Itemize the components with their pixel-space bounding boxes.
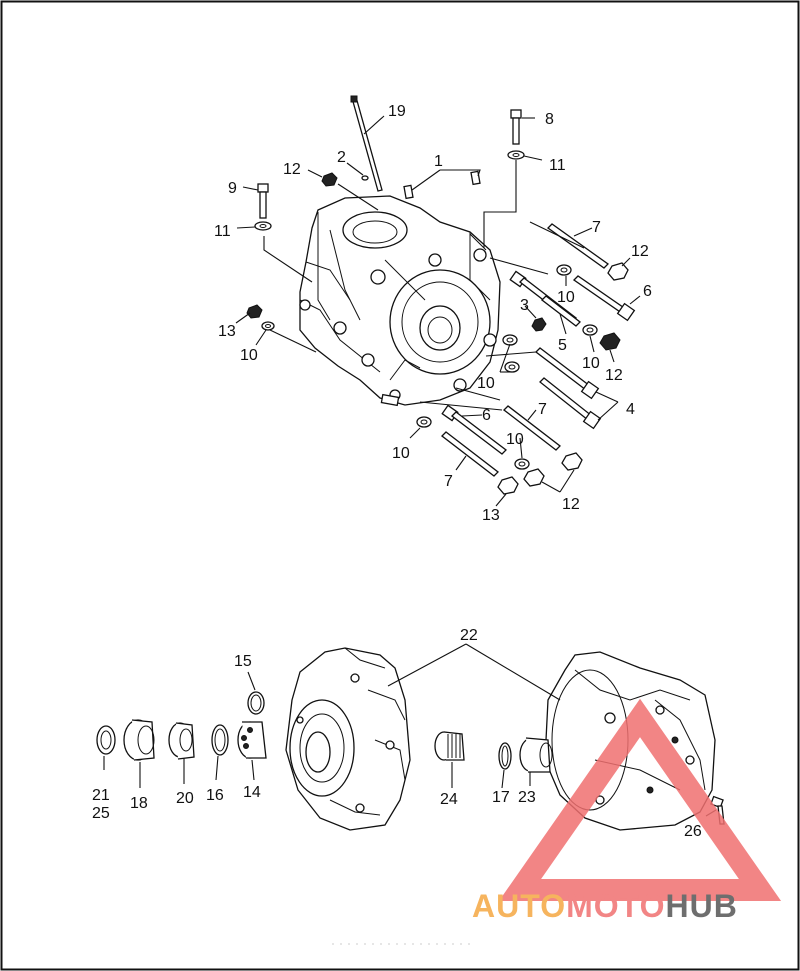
watermark-part-auto: AUTO [472,888,566,924]
callout-10: 10 [240,347,258,364]
callout-10: 10 [392,445,410,462]
callout-10: 10 [477,375,495,392]
watermark-part-hub: HUB [665,888,737,924]
callout-9: 9 [228,180,237,197]
watermark-text: AUTOMOTOHUB [472,888,738,924]
callout-11: 11 [549,157,566,174]
callout-13: 13 [218,323,236,340]
callout-15: 15 [234,653,252,670]
left-case-half [285,647,411,831]
callout-26: 26 [684,823,702,840]
callout-5: 5 [558,337,567,354]
watermark-part-moto: MOTO [566,888,665,924]
upper-hardware [246,95,636,495]
callout-1: 1 [434,153,443,170]
callout-23: 23 [518,789,536,806]
callout-17: 17 [492,789,510,806]
callout-12: 12 [283,161,301,178]
callout-13: 13 [482,507,500,524]
lower-small-parts [96,691,725,825]
callout-4: 4 [626,401,635,418]
callout-21: 21 [92,787,110,804]
callout-7: 7 [444,473,453,490]
callout-19: 19 [388,103,406,120]
callout-22: 22 [460,627,478,644]
callout-18: 18 [130,795,148,812]
callout-12: 12 [605,367,623,384]
callout-labels-upper: 19 2 1 12 9 11 8 11 7 12 10 6 3 5 10 12 … [214,103,652,524]
callout-25: 25 [92,805,110,822]
callout-20: 20 [176,790,194,807]
crankcase-half [299,195,501,406]
callout-12: 12 [562,496,580,513]
callout-12: 12 [631,243,649,260]
callout-24: 24 [440,791,458,808]
callout-7: 7 [592,219,601,236]
callout-3: 3 [520,297,529,314]
callout-10: 10 [506,431,524,448]
callout-8: 8 [545,111,554,128]
callout-11: 11 [214,223,231,240]
callout-6: 6 [482,407,491,424]
callout-10: 10 [557,289,575,306]
callout-7: 7 [538,401,547,418]
callout-2: 2 [337,149,346,166]
upper-leader-lines [235,115,641,507]
callout-labels-lower: 22 15 21 25 18 20 16 14 24 17 23 26 [92,627,702,840]
callout-6: 6 [643,283,652,300]
watermark-logo: AUTOMOTOHUB [472,698,782,924]
callout-14: 14 [243,784,261,801]
callout-10: 10 [582,355,600,372]
watermark-triangle-icon [498,698,782,901]
callout-16: 16 [206,787,224,804]
